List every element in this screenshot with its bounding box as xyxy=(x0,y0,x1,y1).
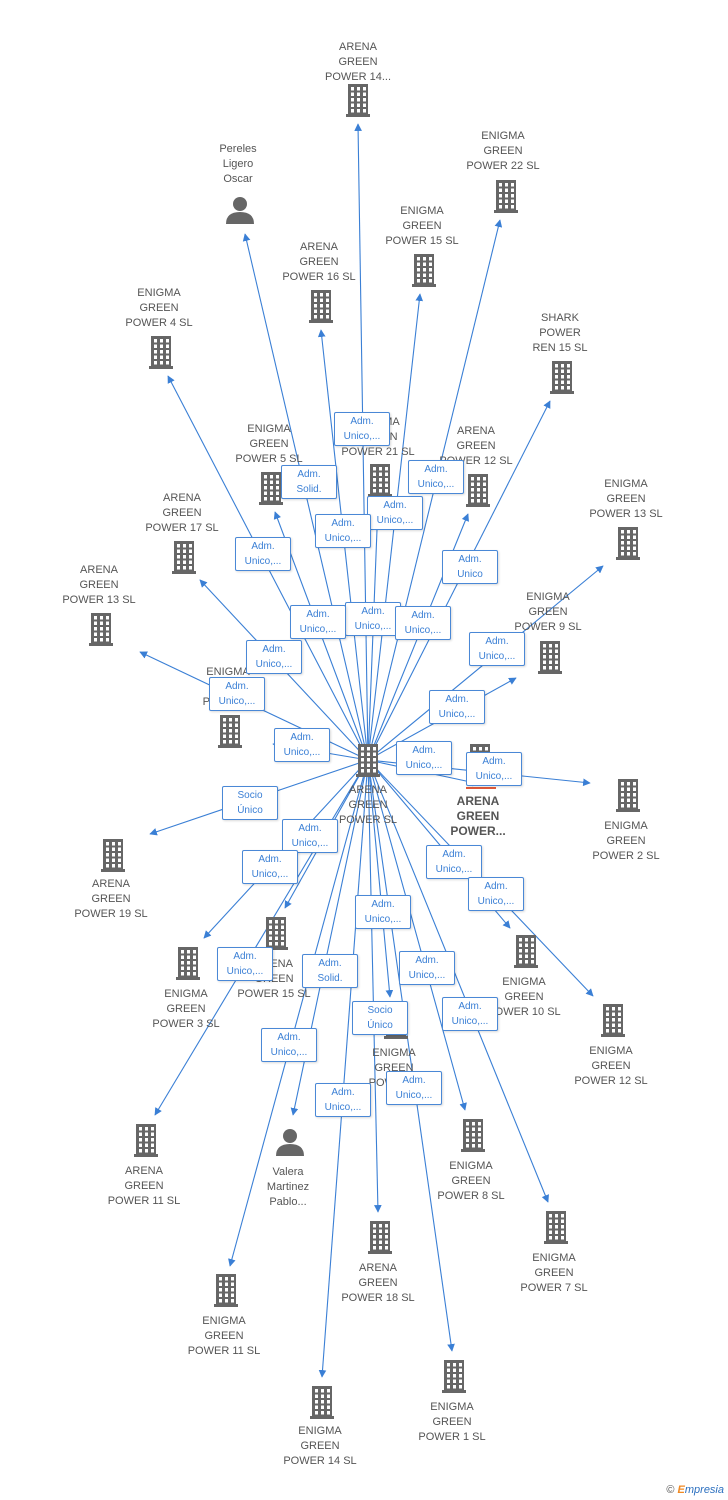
edge-label-n10[interactable]: Adm. Unico,... xyxy=(395,606,451,640)
node-label-n14[interactable]: ENIGMA GREEN POWER 9 SL xyxy=(514,591,582,633)
center-node-label[interactable]: ARENA GREEN POWER SL xyxy=(338,784,398,826)
building-icon[interactable] xyxy=(89,613,113,646)
edge-label-n25[interactable]: Adm. Solid. xyxy=(302,954,358,988)
building-icon[interactable] xyxy=(134,1124,158,1157)
edge-label-n17[interactable]: Adm. Unico,... xyxy=(466,752,522,786)
building-icon[interactable] xyxy=(346,84,370,117)
node-label-n30[interactable]: ENIGMA GREEN POWER 1 SL xyxy=(418,1401,486,1443)
building-icon[interactable] xyxy=(544,1211,568,1244)
building-icon[interactable] xyxy=(310,1386,334,1419)
building-icon[interactable] xyxy=(368,464,392,497)
brand-initial: E xyxy=(677,1484,685,1496)
edge-label-n13[interactable]: Adm. Unico,... xyxy=(209,677,265,711)
edge-label-n16[interactable]: Adm. Unico,... xyxy=(396,741,452,775)
edge-label-n11[interactable]: Adm. Unico,... xyxy=(469,632,525,666)
edge-line-n23 xyxy=(367,759,394,998)
building-icon[interactable] xyxy=(514,935,538,968)
edge-line-n27 xyxy=(367,759,549,1203)
edge-label-n15[interactable]: Adm. Unico,... xyxy=(274,728,330,762)
node-label-n24[interactable]: ARENA GREEN POWER 11 SL xyxy=(107,1165,181,1207)
building-icon[interactable] xyxy=(264,917,288,950)
edge-label-n9[interactable]: Adm. Unico,... xyxy=(290,605,346,639)
node-label-n1[interactable]: ARENA GREEN POWER 14... xyxy=(324,41,392,83)
node-label-n27[interactable]: ENIGMA GREEN POWER 7 SL xyxy=(520,1252,588,1294)
building-icon[interactable] xyxy=(172,541,196,574)
node-label-n3[interactable]: ENIGMA GREEN POWER 22 SL xyxy=(466,130,540,172)
building-icon[interactable] xyxy=(442,1360,466,1393)
node-label-n31[interactable]: ENIGMA GREEN POWER 14 SL xyxy=(283,1425,357,1467)
copyright-symbol: © xyxy=(666,1484,675,1496)
edge-label-n22[interactable]: Adm. Unico,... xyxy=(468,877,524,911)
node-label-n16[interactable]: ARENA GREEN POWER... xyxy=(450,794,506,838)
person-icon[interactable] xyxy=(226,197,254,224)
node-label-n26[interactable]: ENIGMA GREEN POWER 8 SL xyxy=(437,1160,505,1202)
center-building-icon[interactable] xyxy=(356,744,380,777)
building-icon[interactable] xyxy=(538,641,562,674)
edge-line-n29 xyxy=(367,759,382,1213)
edge-label-n19[interactable]: Adm. Unico,... xyxy=(282,819,338,853)
edge-label-n3[interactable]: Adm. Unico,... xyxy=(408,460,464,494)
building-icon[interactable] xyxy=(214,1274,238,1307)
edge-label-n12[interactable]: Adm. Unico,... xyxy=(246,640,302,674)
edge-line-n26 xyxy=(367,759,467,1111)
node-label-n22[interactable]: ENIGMA GREEN POWER 12 SL xyxy=(574,1045,648,1087)
node-label-n17[interactable]: ENIGMA GREEN POWER 2 SL xyxy=(592,820,660,862)
edge-line-n31 xyxy=(318,759,369,1378)
edge-label-n27[interactable]: Adm. Unico,... xyxy=(442,997,498,1031)
edge-label-n2[interactable]: Adm. Solid. xyxy=(281,465,337,499)
edge-label-n14[interactable]: Adm. Unico,... xyxy=(429,690,485,724)
edge-label-n8[interactable]: Adm. Unico,... xyxy=(345,602,401,636)
node-label-n4[interactable]: ENIGMA GREEN POWER 15 SL xyxy=(385,205,459,247)
building-icon[interactable] xyxy=(368,1221,392,1254)
building-icon[interactable] xyxy=(259,472,283,505)
edge-label-n7[interactable]: Adm. Unico xyxy=(442,550,498,584)
edge-line-n28 xyxy=(228,759,369,1267)
building-icon[interactable] xyxy=(101,839,125,872)
edge-label-n20[interactable]: Adm. Unico,... xyxy=(242,850,298,884)
building-icon[interactable] xyxy=(616,779,640,812)
node-label-n6[interactable]: ENIGMA GREEN POWER 4 SL xyxy=(125,287,193,329)
building-icon[interactable] xyxy=(412,254,436,287)
node-label-n29[interactable]: ARENA GREEN POWER 18 SL xyxy=(341,1262,415,1304)
edge-label-n4[interactable]: Adm. Unico,... xyxy=(367,496,423,530)
node-label-n25[interactable]: Valera Martinez Pablo... xyxy=(266,1166,310,1208)
node-label-n2[interactable]: Pereles Ligero Oscar xyxy=(219,143,257,185)
building-icon[interactable] xyxy=(218,715,242,748)
building-icon[interactable] xyxy=(601,1004,625,1037)
brand-name: mpresia xyxy=(684,1484,724,1496)
building-icon[interactable] xyxy=(149,336,173,369)
building-icon[interactable] xyxy=(550,361,574,394)
edge-label-n21[interactable]: Adm. Unico,... xyxy=(426,845,482,879)
edge-label-n30[interactable]: Adm. Unico,... xyxy=(386,1071,442,1105)
building-icon[interactable] xyxy=(309,290,333,323)
edge-line-n30 xyxy=(367,759,455,1352)
node-label-n13[interactable]: ARENA GREEN POWER 13 SL xyxy=(62,564,136,606)
footer-credit: ©Empresia xyxy=(666,1484,724,1496)
node-label-n20[interactable]: ENIGMA GREEN POWER 3 SL xyxy=(152,988,220,1030)
node-label-n7[interactable]: SHARK POWER REN 15 SL xyxy=(532,312,588,354)
node-label-n18[interactable]: ARENA GREEN POWER 19 SL xyxy=(74,878,148,920)
node-label-n12[interactable]: ARENA GREEN POWER 17 SL xyxy=(145,492,219,534)
edge-label-n28[interactable]: Adm. Unico,... xyxy=(217,947,273,981)
edge-label-n26[interactable]: Adm. Unico,... xyxy=(399,951,455,985)
edge-label-n18[interactable]: Socio Único xyxy=(222,786,278,820)
node-label-n5[interactable]: ARENA GREEN POWER 16 SL xyxy=(282,241,356,283)
edge-label-n31[interactable]: Adm. Unico,... xyxy=(315,1083,371,1117)
node-label-n11[interactable]: ENIGMA GREEN POWER 13 SL xyxy=(589,478,663,520)
edge-label-n23[interactable]: Adm. Unico,... xyxy=(355,895,411,929)
edge-label-n24[interactable]: Adm. Unico,... xyxy=(261,1028,317,1062)
edge-label-n5[interactable]: Adm. Unico,... xyxy=(315,514,371,548)
edge-label-n29[interactable]: Socio Único xyxy=(352,1001,408,1035)
edge-label-n6[interactable]: Adm. Unico,... xyxy=(235,537,291,571)
building-icon[interactable] xyxy=(494,180,518,213)
building-icon[interactable] xyxy=(466,474,490,507)
building-icon[interactable] xyxy=(616,527,640,560)
person-icon[interactable] xyxy=(276,1129,304,1156)
node-label-n9[interactable]: ENIGMA GREEN POWER 5 SL xyxy=(235,423,303,465)
edge-label-n1[interactable]: Adm. Unico,... xyxy=(334,412,390,446)
node-label-n28[interactable]: ENIGMA GREEN POWER 11 SL xyxy=(187,1315,261,1357)
building-icon[interactable] xyxy=(176,947,200,980)
building-icon[interactable] xyxy=(461,1119,485,1152)
